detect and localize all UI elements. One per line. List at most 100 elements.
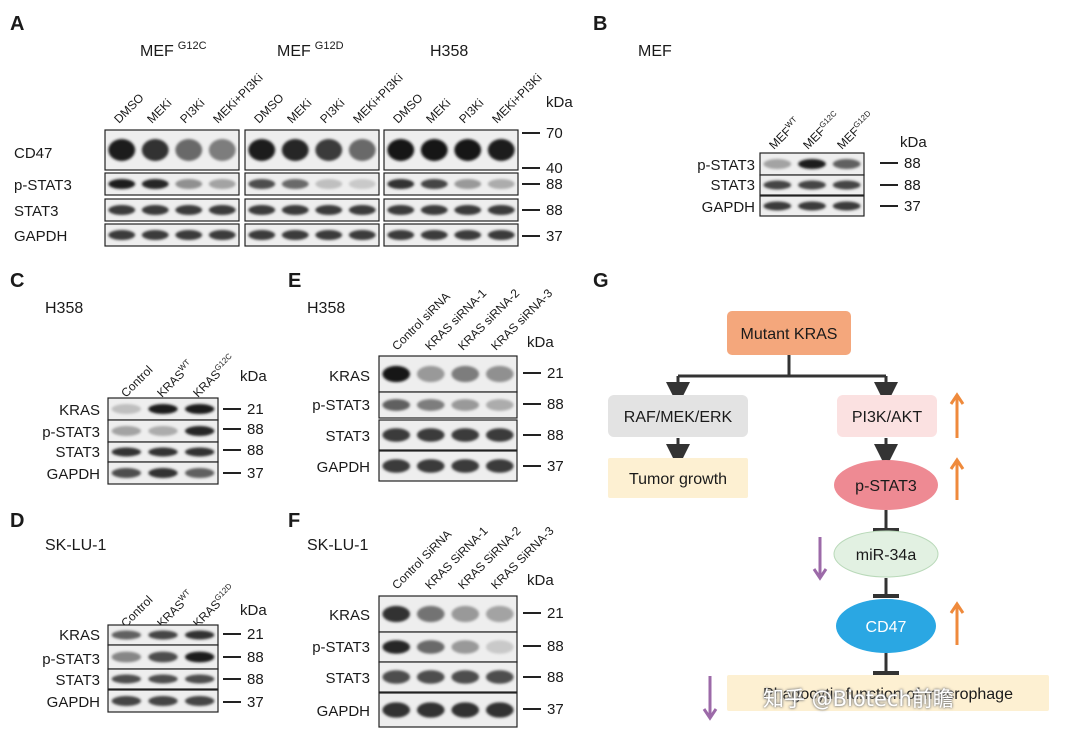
d-kda-label: kDa	[240, 602, 267, 619]
e-blot-p-stat3-band-0	[382, 399, 411, 411]
f-row-label-3: GAPDH	[317, 703, 370, 720]
a-cell-h358: H358	[430, 43, 468, 60]
a-g2-lane-3: MEKi+PI3Ki	[489, 71, 544, 126]
a-g1-blot-stat3-band-3	[348, 205, 376, 215]
c-blot-kras-band-0	[111, 404, 141, 414]
a-g0-lane-1-text: MEKi	[144, 96, 174, 126]
a-g1-blot-p-stat3-band-2	[315, 179, 343, 189]
d-blot-gapdh-band-2	[185, 696, 215, 706]
a-g0-blot-p-stat3-band-3	[208, 179, 236, 189]
d-blot-kras-band-2	[185, 630, 215, 640]
a-g1-lane-1-text: MEKi	[284, 96, 314, 126]
a-g0-blot-stat3-band-1	[141, 205, 169, 215]
a-g1-lane-2: PI3Ki	[317, 96, 347, 126]
d-marker-1: 88	[247, 649, 264, 666]
e-blot-stat3-band-3	[485, 428, 514, 442]
a-g2-blot-stat3-band-2	[454, 205, 482, 215]
panel-label-a: A	[10, 13, 24, 35]
c-blot-p-stat3-band-2	[185, 426, 215, 436]
f-blot-kras	[378, 595, 518, 633]
a-g2-blot-stat3-band-3	[487, 205, 515, 215]
f-blot-p-stat3-band-3	[485, 640, 514, 654]
panel-label-c: C	[10, 270, 24, 292]
b-row-label-2: GAPDH	[702, 199, 755, 216]
c-row-label-2: STAT3	[56, 444, 100, 461]
a-marker-88a: 88	[546, 176, 563, 193]
a-g1-blot-cd47	[244, 129, 380, 171]
f-blot-p-stat3	[378, 631, 518, 663]
d-blot-stat3	[107, 668, 219, 690]
b-kda-label: kDa	[900, 134, 927, 151]
c-cell-h358: H358	[45, 300, 83, 317]
a-g1-lane-0: DMSO	[251, 91, 286, 126]
e-blot-kras	[378, 355, 518, 393]
down-arrow-mir-head	[812, 568, 828, 581]
a-marker-37: 37	[546, 228, 563, 245]
a-row-label-0: CD47	[14, 145, 52, 162]
c-blot-p-stat3	[107, 419, 219, 443]
c-lane-0: Control	[118, 363, 155, 400]
a-g0-blot-stat3-band-0	[108, 205, 136, 215]
d-cell-sklu1: SK-LU-1	[45, 537, 106, 554]
a-g1-blot-stat3-band-2	[315, 205, 343, 215]
a-g2-lane-2: PI3Ki	[456, 96, 486, 126]
a-g1-blot-gapdh-frame	[244, 223, 380, 247]
a-g2-blot-stat3	[383, 198, 519, 222]
e-blot-gapdh-band-2	[451, 459, 480, 473]
b-blot-stat3-band-0	[763, 180, 792, 190]
a-g2-blot-p-stat3-frame	[383, 172, 519, 196]
f-blot-stat3-band-0	[382, 670, 411, 684]
a-g2-lane-0-text: DMSO	[390, 91, 425, 126]
e-blot-p-stat3-band-2	[451, 399, 480, 411]
d-blot-stat3-band-0	[111, 674, 141, 684]
e-row-label-3: GAPDH	[317, 459, 370, 476]
panel-label-e: E	[288, 270, 301, 292]
c-blot-stat3	[107, 441, 219, 463]
e-blot-p-stat3-band-3	[485, 399, 514, 411]
f-marker-3: 37	[547, 701, 564, 718]
c-lane-1: KRASWT	[154, 358, 192, 401]
c-blot-gapdh-band-2	[185, 468, 215, 478]
c-kda-label: kDa	[240, 368, 267, 385]
d-lane-2-text: KRASG12D	[190, 581, 239, 630]
a-g2-blot-gapdh	[383, 223, 519, 247]
node-pstat3-label: p-STAT3	[855, 478, 917, 495]
e-blot-stat3-band-0	[382, 428, 411, 442]
watermark: 知乎 @Biotech前瞻	[763, 687, 954, 711]
e-row-label-2: STAT3	[326, 428, 370, 445]
c-blot-kras	[107, 397, 219, 421]
node-cd47	[836, 599, 936, 653]
node-mutant-kras-label: Mutant KRAS	[741, 326, 838, 343]
downregulation-arrows	[702, 537, 828, 721]
b-lane-2: MEFG12D	[834, 109, 873, 152]
f-blot-stat3-band-1	[416, 670, 445, 684]
c-blot-kras-band-2	[185, 404, 215, 414]
a-g0-blot-p-stat3-frame	[104, 172, 240, 196]
node-phagocytic-function	[727, 675, 1049, 711]
a-g2-blot-gapdh-frame	[383, 223, 519, 247]
a-g0-blot-stat3	[104, 198, 240, 222]
node-raf-label: RAF/MEK/ERK	[624, 409, 733, 426]
f-blot-p-stat3-band-2	[451, 640, 480, 654]
a-row-label-3: GAPDH	[14, 228, 67, 245]
a-row-label-2: STAT3	[14, 203, 58, 220]
panel-label-b: B	[593, 13, 607, 35]
node-tumor-label: Tumor growth	[629, 471, 727, 488]
pathway-diagram: Mutant KRAS RAF/MEK/ERK PI3K/AKT Tumor g…	[608, 311, 1049, 721]
a-g1-lane-1: MEKi	[284, 96, 314, 126]
e-row-label-1: p-STAT3	[312, 397, 370, 414]
a-row-label-1: p-STAT3	[14, 177, 72, 194]
a-g2-blot-stat3-frame	[383, 198, 519, 222]
node-mutant-kras	[727, 311, 851, 355]
c-blot-p-stat3-band-1	[148, 426, 178, 436]
e-blot-kras-band-0	[382, 365, 411, 383]
a-g0-blot-p-stat3-band-2	[175, 179, 203, 189]
a-g2-blot-cd47-band-3	[487, 139, 515, 161]
a-g0-lane-2: PI3Ki	[177, 96, 207, 126]
down-arrow-mir	[812, 537, 828, 581]
f-blot-gapdh-band-0	[382, 702, 411, 718]
a-g2-lane-2-text: PI3Ki	[456, 96, 486, 126]
d-row-label-0: KRAS	[59, 627, 100, 644]
